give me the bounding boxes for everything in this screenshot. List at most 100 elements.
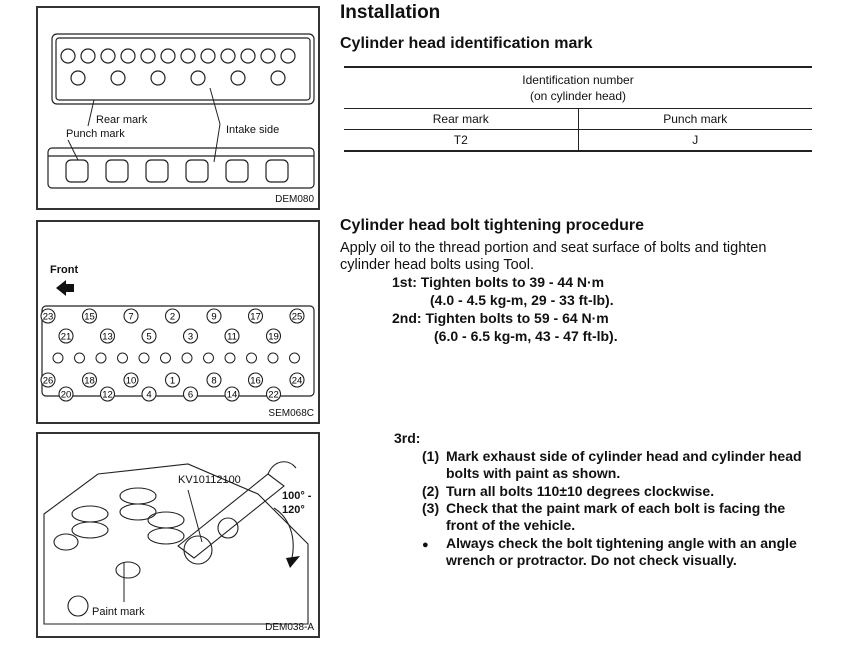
cell-punch-mark: J <box>692 133 699 147</box>
item-number: (1) <box>422 448 440 464</box>
bolt-number: 10 <box>126 376 137 387</box>
bolt-number: 13 <box>102 332 113 343</box>
bolt-circle <box>224 386 240 402</box>
bolt-circle <box>81 308 98 324</box>
figure-code: SEM068C <box>268 408 314 419</box>
tool-number-label: KV10112100 <box>178 474 241 486</box>
table-header-line1: Identification number <box>522 73 634 87</box>
bolt-circle <box>247 372 264 388</box>
bolt-number: 15 <box>84 312 95 323</box>
step-3: 3rd: <box>394 430 421 446</box>
intro-paragraph: Apply oil to the thread portion and seat… <box>340 240 767 273</box>
bolt-number: 7 <box>128 312 133 323</box>
figure-code: DEM080 <box>275 194 314 205</box>
bolt-circle <box>58 328 74 344</box>
valve-ring <box>117 352 128 364</box>
paint-mark-label: Paint mark <box>92 606 145 618</box>
angle-label-2: 120° <box>282 504 305 516</box>
step-2-values: (6.0 - 6.5 kg-m, 43 - 47 ft-lb). <box>434 328 618 344</box>
item-text: Turn all bolts 110±10 degrees clockwise. <box>446 483 715 499</box>
item-text: Check that the paint mark of each bolt i… <box>446 500 786 533</box>
bolt-circle <box>99 328 116 344</box>
bolt-circle <box>265 328 282 344</box>
step-3-item-1: (1) Mark exhaust side of cylinder head a… <box>422 448 812 482</box>
step-3-item-2: (2) Turn all bolts 110±10 degrees clockw… <box>422 483 812 500</box>
step-3-item-3: (3) Check that the paint mark of each bo… <box>422 500 812 534</box>
bolt-circle <box>265 386 282 402</box>
front-label: Front <box>50 264 79 276</box>
identification-table: Identification number (on cylinder head)… <box>344 66 812 152</box>
bolt-number: 26 <box>43 376 54 387</box>
table-header-line2: (on cylinder head) <box>529 89 627 103</box>
item-number: (3) <box>422 500 440 516</box>
bolt-procedure-heading: Cylinder head bolt tightening procedure <box>340 217 645 234</box>
bolt-circle <box>58 386 74 402</box>
bolt-circle <box>289 372 305 388</box>
installation-title: Installation <box>340 2 441 23</box>
valve-ring <box>203 352 214 364</box>
bolt-number: 23 <box>43 312 54 323</box>
bolt-circle <box>81 372 98 388</box>
table-row: T2 J <box>344 129 812 151</box>
bolt-circle <box>123 308 139 324</box>
step-2: 2nd: Tighten bolts to 59 - 64 N·m <box>392 310 609 326</box>
id-mark-heading: Cylinder head identification mark <box>340 35 593 52</box>
step-1: 1st: Tighten bolts to 39 - 44 N·m <box>392 274 605 290</box>
valve-ring <box>246 352 257 364</box>
bolt-circle <box>123 372 139 388</box>
valve-ring <box>160 352 171 364</box>
front-arrow-icon <box>56 280 74 296</box>
rear-mark-label: Rear mark <box>96 114 148 126</box>
angle-label: 100° - <box>282 490 312 502</box>
bolt-circle <box>164 308 181 324</box>
bolt-circle <box>40 372 56 388</box>
bolt-circle <box>164 372 181 388</box>
bolt-circle <box>141 386 157 402</box>
bullet-icon: ● <box>422 539 429 551</box>
bolt-number: 6 <box>188 390 193 401</box>
bolt-number: 19 <box>268 332 279 343</box>
bolt-number: 14 <box>227 390 238 401</box>
note-item: ● Always check the bolt tightening angle… <box>422 535 812 587</box>
valve-ring <box>289 352 300 364</box>
bolt-number: 9 <box>211 312 216 323</box>
valve-ring <box>74 352 85 364</box>
bolt-circle <box>206 372 222 388</box>
bolt-circle <box>99 386 116 402</box>
bolt-circle <box>206 308 222 324</box>
item-text: Mark exhaust side of cylinder head and c… <box>446 448 802 481</box>
bolt-number: 18 <box>84 376 95 387</box>
bolt-circle <box>182 386 199 402</box>
punch-mark-label: Punch mark <box>66 128 125 140</box>
angle-wrench-illustration <box>43 461 309 625</box>
bolt-circle <box>224 328 240 344</box>
valve-ring <box>181 352 193 364</box>
step-1-values: (4.0 - 4.5 kg-m, 29 - 33 ft-lb). <box>430 292 614 308</box>
valve-ring <box>52 352 64 364</box>
bolt-number: 21 <box>61 332 72 343</box>
bolt-number: 12 <box>102 390 113 401</box>
intake-side-label: Intake side <box>226 124 280 136</box>
column-punch-mark: Punch mark <box>663 112 728 126</box>
valve-ring <box>138 352 150 364</box>
bolt-number: 11 <box>227 332 237 343</box>
figure-head-identification: Rear mark Punch mark Intake side DEM080 <box>36 6 320 210</box>
bolt-number: 3 <box>188 332 193 343</box>
bolt-number: 20 <box>61 390 72 401</box>
bolt-number: 16 <box>250 376 261 387</box>
item-number: (2) <box>422 483 440 499</box>
cell-rear-mark: T2 <box>344 129 579 151</box>
bolt-circle <box>289 308 305 324</box>
bolt-circle <box>182 328 199 344</box>
bolt-number: 2 <box>170 312 175 323</box>
table-column-row: Rear mark Punch mark <box>344 108 812 130</box>
figure-code: DEM038-A <box>265 622 314 633</box>
cylinder-head-illustration <box>47 33 315 189</box>
bolt-number: 4 <box>146 390 151 401</box>
bolt-number: 8 <box>211 376 216 387</box>
valve-ring <box>224 352 236 364</box>
rotation-arrow-icon <box>286 556 300 568</box>
bolt-circle <box>247 308 264 324</box>
